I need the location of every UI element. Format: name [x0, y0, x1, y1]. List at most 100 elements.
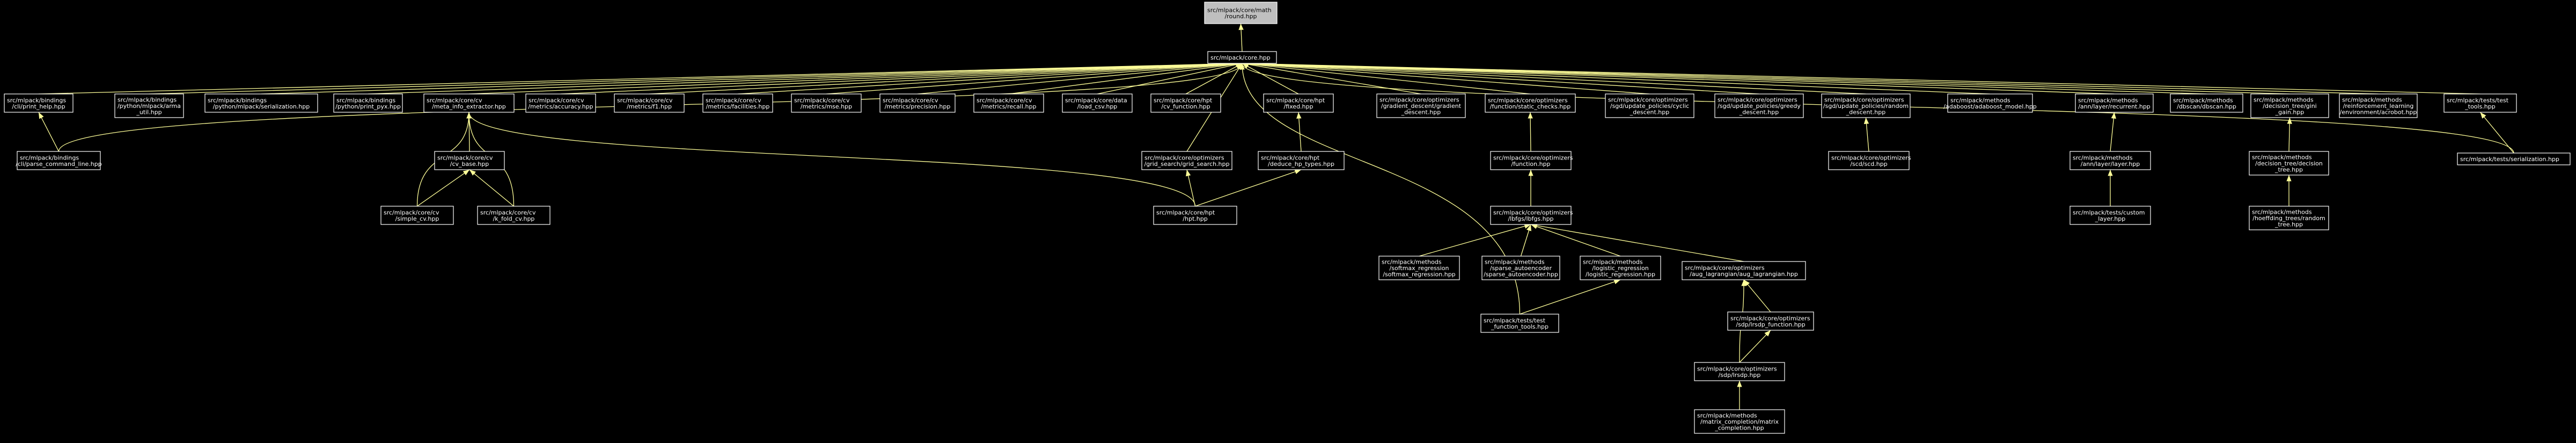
file-node[interactable]: src/mlpack/methods/softmax_regression/so…: [1378, 256, 1460, 280]
node-label-line: /python/mlpack/serialization.hpp: [213, 103, 310, 110]
edge-n21-to-n1: [1242, 63, 1299, 95]
node-label-line: /grid_search/grid_search.hpp: [1144, 161, 1229, 168]
node-label-line: /sgd/update_policies/greedy: [1718, 103, 1801, 110]
node-label-line: /function.hpp: [1511, 161, 1550, 168]
node-box: [1490, 206, 1572, 225]
node-label-line: src/mlpack/methods: [1382, 259, 1442, 266]
file-node[interactable]: src/mlpack/bindings/python/mlpack/arma_u…: [114, 93, 184, 118]
file-node[interactable]: src/mlpack/bindings/cli/print_help.hpp: [4, 93, 74, 113]
file-node[interactable]: src/mlpack/tests/test_tools.hpp: [2443, 93, 2517, 113]
node-label-line: /ann/layer/layer.hpp: [2081, 161, 2140, 168]
file-node[interactable]: src/mlpack/core/cv/metrics/accuracy.hpp: [525, 93, 596, 113]
node-label-line: /logistic_regression: [1592, 265, 1649, 272]
file-node[interactable]: src/mlpack/tests/serialization.hpp: [2457, 152, 2571, 165]
edge-n25-to-n24: [1528, 112, 1533, 152]
file-node[interactable]: src/mlpack/tests/custom_layer.hpp: [2069, 206, 2151, 225]
edge-n20-to-n19: [1186, 169, 1196, 207]
node-label-line: src/mlpack/core/optimizers: [1685, 264, 1765, 271]
node-label-line: src/mlpack/core/optimizers: [1831, 154, 1911, 161]
node-box: [1376, 93, 1466, 118]
file-node[interactable]: src/mlpack/core/hpt/cv_function.hpp: [1150, 93, 1221, 113]
file-node[interactable]: src/mlpack/core/hpt/fixed.hpp: [1263, 93, 1334, 113]
node-box: [879, 93, 956, 113]
node-label-line: /sparse_autoencoder: [1490, 265, 1552, 272]
node-label-line: /cv_base.hpp: [450, 161, 489, 168]
file-node[interactable]: src/mlpack/core/cv/metrics/facilities.hp…: [702, 93, 773, 113]
file-node[interactable]: src/mlpack/core/cv/metrics/precision.hpp: [879, 93, 956, 113]
node-label-line: /metrics/facilities.hpp: [706, 103, 770, 110]
node-box: [1694, 409, 1785, 434]
file-node[interactable]: src/mlpack/core/cv/meta_info_extractor.h…: [423, 93, 515, 113]
edge-n12-to-n1: [649, 61, 1243, 95]
edge-n37-to-n1: [1242, 61, 1866, 95]
file-node[interactable]: src/mlpack/core/hpt/deduce_hp_types.hpp: [1258, 151, 1345, 170]
file-node[interactable]: src/mlpack/core/cv/k_fold_cv.hpp: [477, 206, 551, 225]
file-node[interactable]: src/mlpack/core/cv/metrics/recall.hpp: [973, 93, 1044, 113]
node-box: [1605, 93, 1694, 118]
file-node[interactable]: src/mlpack/methods/dbscan/dbscan.hpp: [2170, 93, 2243, 113]
file-node[interactable]: src/mlpack/methods/ann/layer/recurrent.h…: [2075, 93, 2154, 113]
node-label-line: src/mlpack/bindings: [20, 154, 79, 161]
file-node[interactable]: src/mlpack/core/optimizers/aug_lagrangia…: [1682, 261, 1806, 280]
node-label-line: src/mlpack/methods: [1485, 259, 1545, 266]
graph-nodes: src/mlpack/core/math/round.hppsrc/mlpack…: [4, 2, 2571, 434]
file-node[interactable]: src/mlpack/tests/test_function_tools.hpp: [1480, 314, 1559, 333]
edge-n15-to-n1: [917, 61, 1243, 95]
file-node[interactable]: src/mlpack/core/hpt/hpt.hpp: [1153, 206, 1237, 225]
file-node[interactable]: src/mlpack/core/optimizers/sdp/lrsdp_fun…: [1727, 311, 1814, 331]
node-label-line: _layer.hpp: [2095, 215, 2126, 222]
file-node[interactable]: src/mlpack/core/data/load_csv.hpp: [1062, 93, 1133, 113]
file-node[interactable]: src/mlpack/methods/ann/layer/layer.hpp: [2069, 151, 2151, 170]
node-box: [2249, 206, 2329, 230]
file-node[interactable]: src/mlpack/core/cv/metrics/f1.hpp: [614, 93, 685, 113]
file-node[interactable]: src/mlpack/methods/matrix_completion/mat…: [1694, 409, 1785, 434]
file-node[interactable]: src/mlpack/core.hpp: [1207, 51, 1277, 64]
node-label-line: src/mlpack/core/optimizers: [1493, 154, 1573, 161]
file-node[interactable]: src/mlpack/methods/reinforcement_learnin…: [2339, 93, 2418, 118]
file-node[interactable]: src/mlpack/methods/decision_tree/decisio…: [2249, 151, 2329, 176]
node-label-line: /scd/scd.hpp: [1850, 161, 1887, 168]
file-node[interactable]: src/mlpack/core/optimizers/function/stat…: [1485, 93, 1576, 113]
file-node[interactable]: src/mlpack/core/cv/metrics/mse.hpp: [791, 93, 862, 113]
node-box: [1062, 93, 1133, 113]
file-node[interactable]: src/mlpack/core/optimizers/lbfgs/lbfgs.h…: [1490, 206, 1573, 225]
file-node[interactable]: src/mlpack/core/cv/simple_cv.hpp: [380, 206, 454, 225]
file-node[interactable]: src/mlpack/methods/decision_tree/gini_ga…: [2250, 93, 2329, 118]
file-node[interactable]: src/mlpack/methods/hoeffding_trees/rando…: [2249, 206, 2329, 230]
file-node[interactable]: src/mlpack/core/optimizers/function.hpp: [1490, 151, 1573, 170]
node-label-line: src/mlpack/core/hpt: [1154, 97, 1213, 104]
file-node[interactable]: src/mlpack/methods/logistic_regression/l…: [1580, 256, 1661, 280]
node-label-line: /softmax_regression: [1390, 265, 1449, 272]
file-node[interactable]: src/mlpack/methods/sparse_autoencoder/sp…: [1481, 256, 1560, 280]
edge-n36-to-n1: [1242, 61, 1759, 95]
file-node[interactable]: src/mlpack/bindings/cli/parse_command_li…: [16, 151, 102, 170]
node-label-line: src/mlpack/core/cv: [706, 97, 761, 104]
node-label-line: src/mlpack/core/cv: [794, 97, 850, 104]
edge-n31-to-n26: [1530, 223, 1744, 262]
file-node[interactable]: src/mlpack/core/optimizers/sgd/update_po…: [1605, 93, 1694, 118]
node-box: [702, 93, 773, 113]
node-label-line: src/mlpack/tests/custom: [2073, 209, 2145, 216]
file-node[interactable]: src/mlpack/bindings/python/mlpack/serial…: [204, 93, 318, 113]
edge-n28-to-n26: [1520, 224, 1531, 257]
file-node[interactable]: src/mlpack/core/optimizers/sgd/update_po…: [1821, 93, 1911, 118]
edge-n6-to-n1: [368, 61, 1243, 95]
node-label-line: /metrics/recall.hpp: [981, 103, 1037, 110]
file-node[interactable]: src/mlpack/bindings/python/print_pyx.hpp: [333, 93, 403, 113]
file-node[interactable]: src/mlpack/core/optimizers/scd/scd.hpp: [1828, 151, 1911, 170]
file-node[interactable]: src/mlpack/core/optimizers/sdp/lrsdp.hpp: [1694, 362, 1785, 381]
file-node[interactable]: src/mlpack/core/cv/cv_base.hpp: [434, 151, 505, 170]
file-node[interactable]: src/mlpack/core/optimizers/gradient_desc…: [1376, 93, 1466, 118]
node-label-line: /sparse_autoencoder.hpp: [1484, 271, 1558, 278]
file-node[interactable]: src/mlpack/core/optimizers/grid_search/g…: [1141, 151, 1232, 170]
node-box: [973, 93, 1044, 113]
node-label-line: src/mlpack/core/cv: [427, 97, 482, 104]
node-label-line: src/mlpack/tests/serialization.hpp: [2460, 156, 2559, 163]
file-node[interactable]: src/mlpack/core/optimizers/sgd/update_po…: [1714, 93, 1804, 118]
file-node[interactable]: src/mlpack/methods/adaboost/adaboost_mod…: [1943, 93, 2037, 113]
node-label-line: /sdp/lrsdp_function.hpp: [1736, 321, 1805, 328]
node-label-line: /hpt.hpp: [1183, 215, 1207, 222]
node-label-line: src/mlpack/bindings: [336, 97, 395, 104]
node-label-line: src/mlpack/core/optimizers: [1493, 209, 1573, 216]
